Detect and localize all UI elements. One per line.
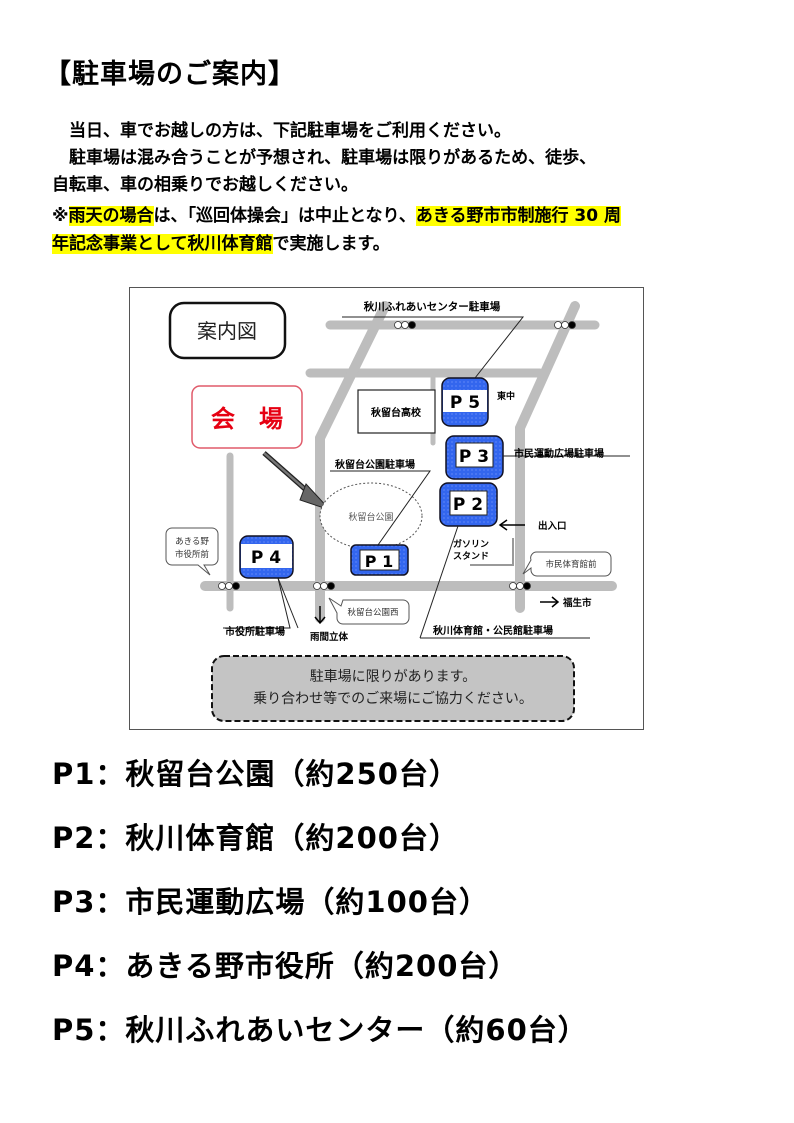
svg-text:あきる野: あきる野: [175, 537, 209, 547]
notice-mark: ※: [52, 206, 69, 226]
label-gas-2: スタンド: [453, 550, 489, 562]
list-item: P3：市民運動広場（約100台）: [52, 885, 489, 919]
label-shimin-undo-parking: 市民運動広場駐車場: [514, 447, 604, 460]
intro-line-4: ※雨天の場合は、「巡回体操会」は中止となり、あきる野市市制施行 30 周: [52, 203, 621, 229]
svg-text:秋留台公園西: 秋留台公園西: [347, 607, 398, 618]
list-item: P1：秋留台公園（約250台）: [52, 757, 459, 791]
notice-line-2: 乗り合わせ等でのご来場にご協力ください。: [253, 690, 533, 707]
school-box: [357, 389, 436, 434]
guide-map: 案内図 会 場 秋留台高校 秋留台公園 P 5 P 3: [129, 287, 644, 730]
venue-label: 会 場: [211, 405, 283, 433]
svg-text:P 5: P 5: [450, 393, 480, 413]
label-gas-1: ガソリン: [453, 538, 489, 550]
gas-station-outline: [470, 538, 514, 566]
bubble-shiyakusho-mae: [165, 527, 219, 576]
highlight-rain: 雨天の場合: [68, 206, 154, 226]
label-fussa: 福生市: [562, 597, 592, 609]
parking-p2-icon: P 2: [439, 482, 498, 527]
page-title: 【駐車場のご案内】: [44, 59, 296, 90]
entrance-arrow-icon: [498, 519, 525, 531]
svg-text:P 1: P 1: [365, 552, 393, 571]
down-arrow-icon: [314, 606, 326, 625]
label-taiikukan-parking: 秋川体育館・公民館駐車場: [433, 624, 553, 637]
bubble-akirudai-park-nishi: [328, 597, 410, 625]
park-label: 秋留台公園: [348, 511, 393, 523]
highlight-venue: 年記念事業として秋川体育館: [52, 234, 273, 254]
notice-box: [211, 655, 575, 722]
label-higashinaka: 東中: [497, 390, 515, 402]
label-park-parking: 秋留台公園駐車場: [335, 458, 415, 471]
svg-text:市民体育館前: 市民体育館前: [545, 559, 597, 570]
svg-text:P 4: P 4: [251, 548, 281, 568]
intro-line-1: 当日、車でお越しの方は、下記駐車場をご利用ください。: [52, 121, 511, 141]
intro-line-4-mid: は、「巡回体操会」は中止となり、: [153, 206, 416, 226]
legend-box: [168, 301, 287, 360]
venue-arrow-icon: [262, 451, 331, 511]
legend-label: 案内図: [197, 319, 257, 343]
list-item: P4：あきる野市役所（約200台）: [52, 949, 519, 983]
list-item: P5：秋川ふれあいセンター（約60台）: [52, 1013, 588, 1047]
traffic-light-icons: [218, 321, 576, 590]
school-label: 秋留台高校: [371, 406, 422, 419]
label-entrance: 出入口: [538, 520, 567, 532]
roads: [200, 301, 617, 623]
svg-text:P 3: P 3: [459, 447, 489, 467]
intro-line-2: 駐車場は混み合うことが予想され、駐車場は限りがあるため、徒歩、: [52, 148, 597, 168]
parking-p1-icon: P 1: [350, 544, 409, 576]
label-fureai-parking: 秋川ふれあいセンター駐車場: [364, 300, 501, 313]
venue-box: [191, 385, 303, 449]
park-area: [319, 482, 423, 550]
highlight-anniversary: あきる野市市制施行 30 周: [415, 206, 621, 226]
list-item: P2：秋川体育館（約200台）: [52, 821, 459, 855]
parking-p3-icon: P 3: [445, 435, 504, 480]
bubble-shimin-taiikukan-mae: [522, 551, 612, 577]
fussa-arrow-icon: [540, 596, 560, 608]
intro-line-3: 自転車、車の相乗りでお越しください。: [52, 175, 358, 195]
label-shiyakusho-parking: 市役所駐車場: [225, 625, 285, 638]
intro-line-5-suffix: で実施します。: [272, 234, 390, 254]
label-uryu: 雨間立体: [310, 631, 349, 643]
parking-p4-icon: P 4: [239, 535, 294, 579]
notice-line-1: 駐車場に限りがあります。: [310, 668, 477, 685]
svg-text:市役所前: 市役所前: [175, 549, 210, 560]
intro-line-5: 年記念事業として秋川体育館で実施します。: [52, 231, 390, 257]
parking-lot-list: P1：秋留台公園（約250台） P2：秋川体育館（約200台） P3：市民運動広…: [52, 752, 588, 1072]
svg-text:P 2: P 2: [453, 495, 483, 515]
parking-p5-icon: P 5: [441, 377, 489, 427]
leader-lines: [223, 316, 630, 639]
